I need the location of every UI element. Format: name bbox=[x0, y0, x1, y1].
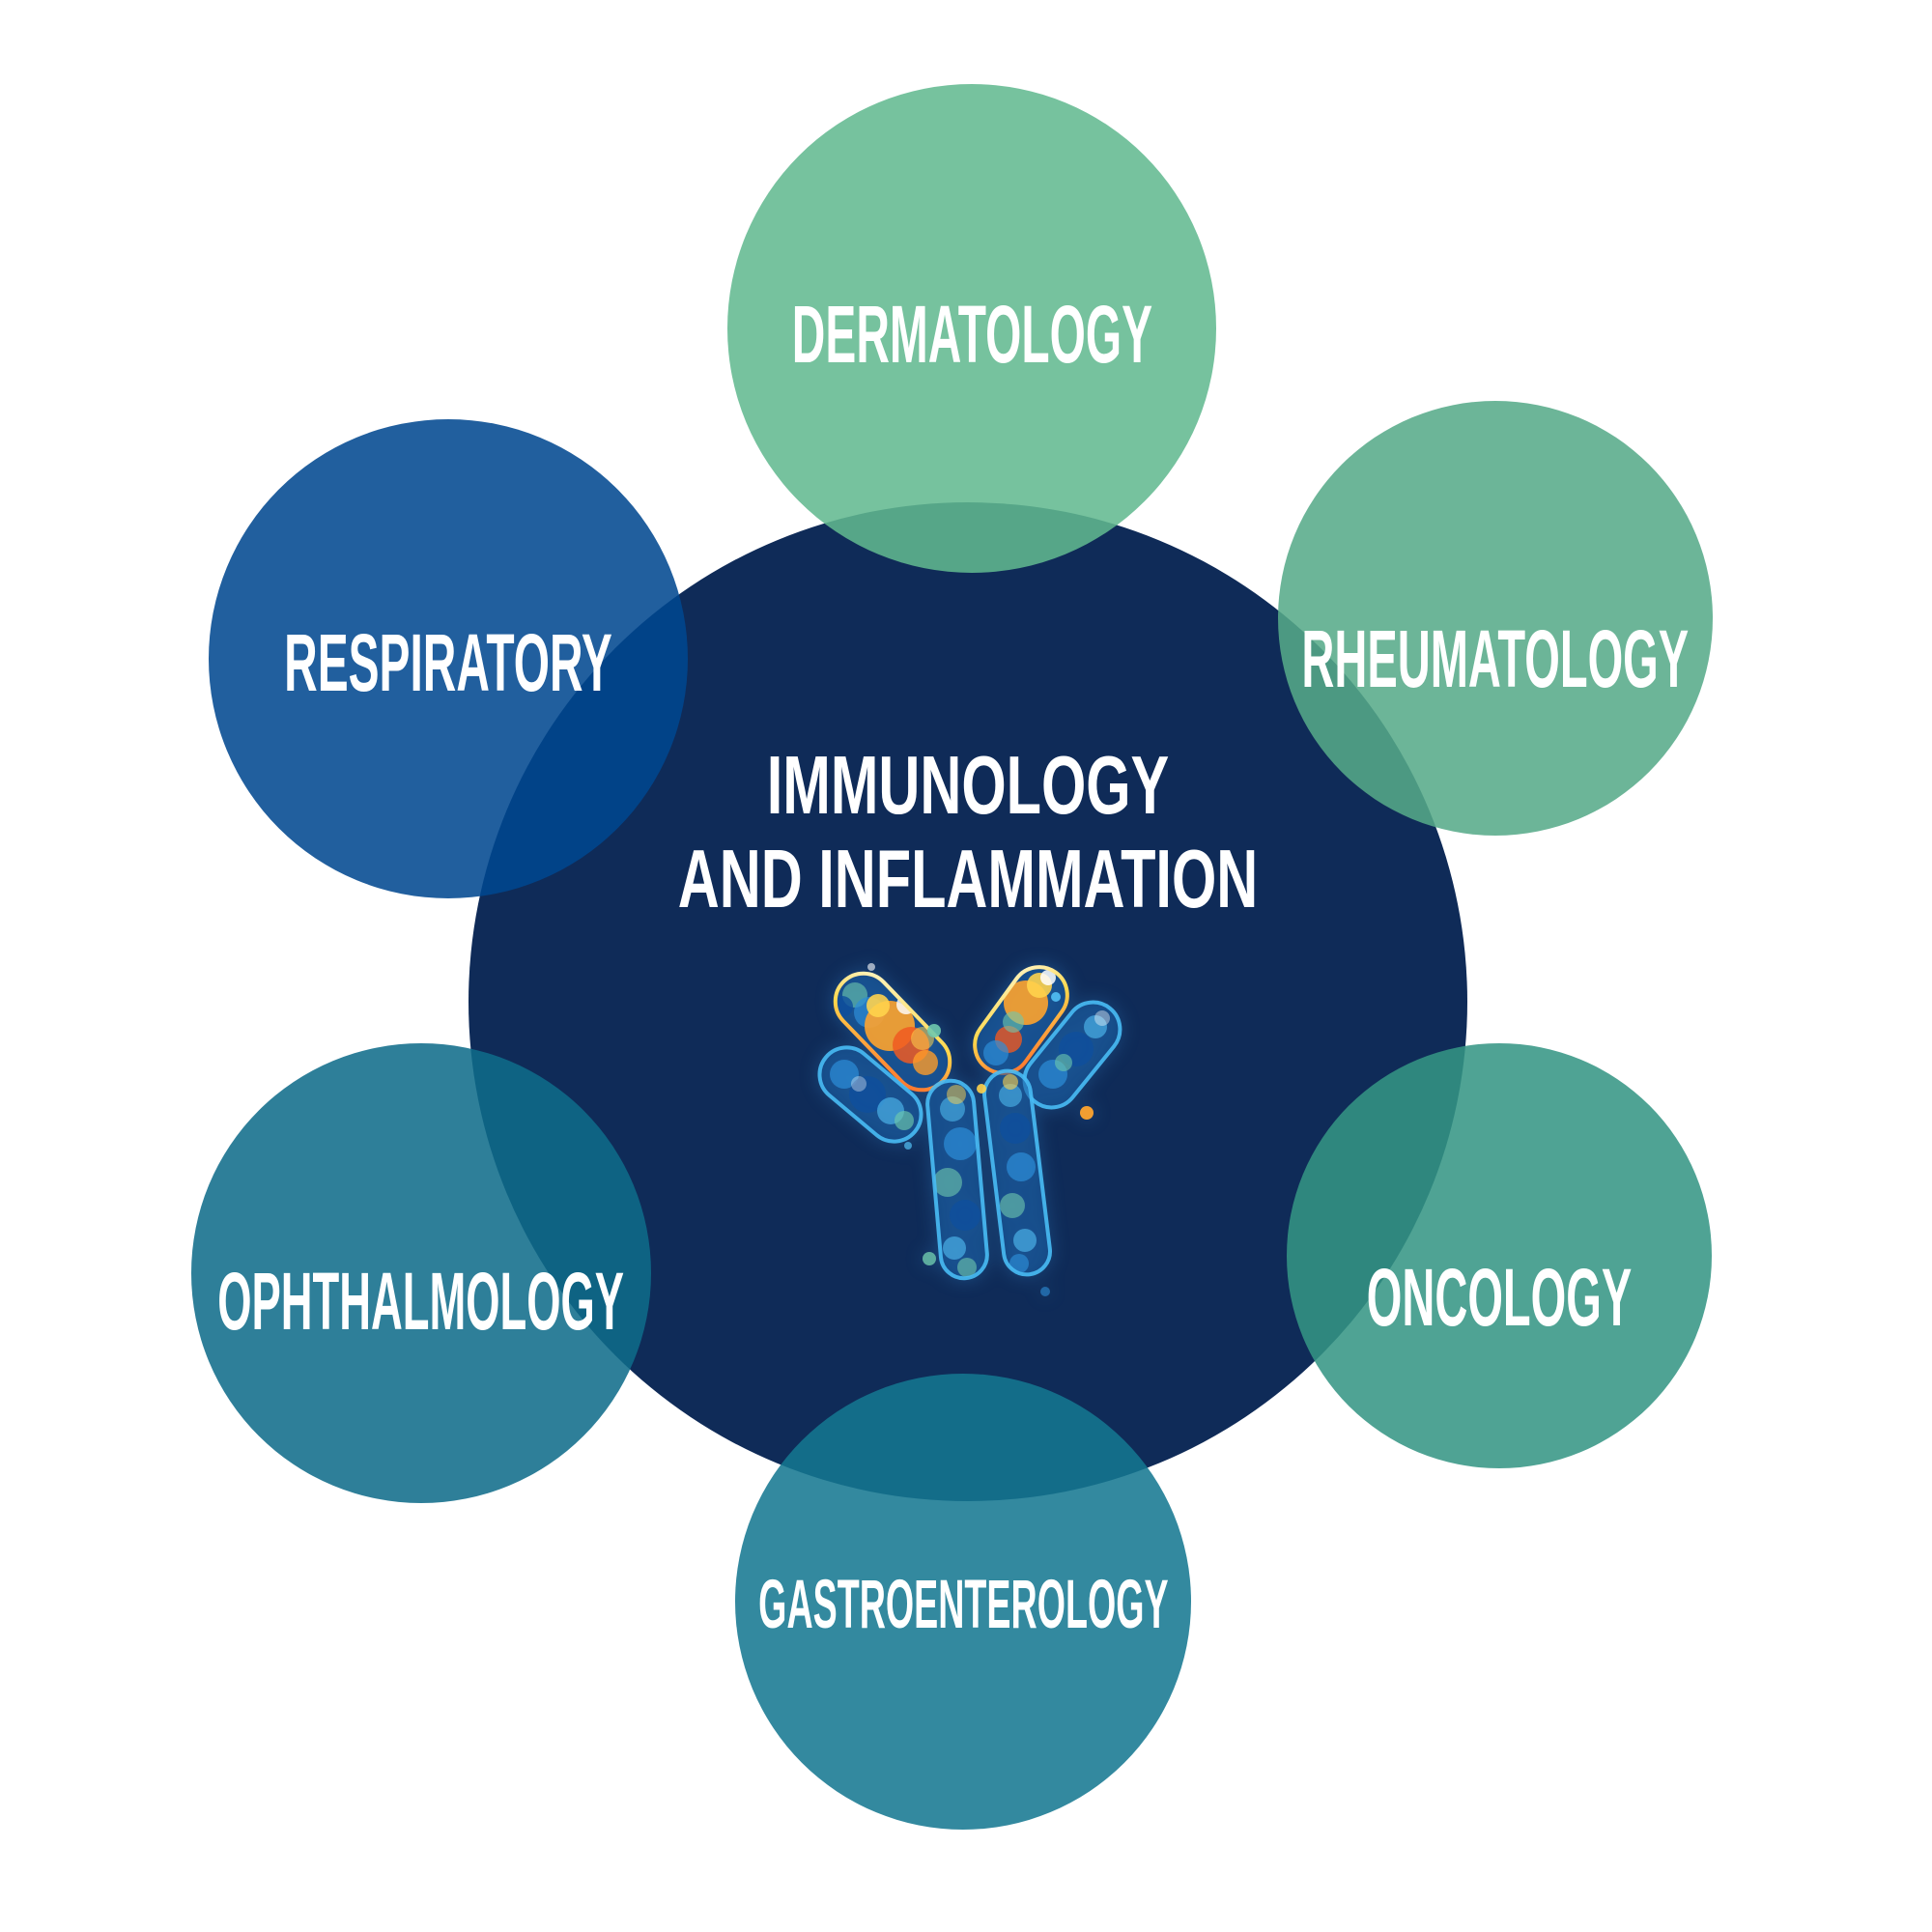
circle-label-ophthalmology: OPHTHALMOLOGY bbox=[217, 1256, 625, 1347]
circle-label-rheumatology: RHEUMATOLOGY bbox=[1301, 613, 1690, 704]
circle-ophthalmology: OPHTHALMOLOGY bbox=[191, 1043, 651, 1503]
hub-title: IMMUNOLOGY AND INFLAMMATION bbox=[388, 739, 1548, 926]
circle-respiratory: RESPIRATORY bbox=[209, 419, 688, 898]
hub-title-line2: AND INFLAMMATION bbox=[677, 834, 1259, 925]
circle-label-oncology: ONCOLOGY bbox=[1366, 1252, 1633, 1343]
circle-rheumatology: RHEUMATOLOGY bbox=[1278, 401, 1713, 836]
circle-dermatology: DERMATOLOGY bbox=[727, 84, 1216, 573]
hub-title-line1: IMMUNOLOGY bbox=[766, 740, 1170, 832]
circle-label-dermatology: DERMATOLOGY bbox=[791, 289, 1152, 380]
circle-label-respiratory: RESPIRATORY bbox=[284, 617, 612, 708]
circle-gastroenterology: GASTROENTEROLOGY bbox=[735, 1374, 1191, 1830]
circle-oncology: ONCOLOGY bbox=[1287, 1043, 1712, 1468]
circle-label-gastroenterology: GASTROENTEROLOGY bbox=[757, 1566, 1169, 1643]
